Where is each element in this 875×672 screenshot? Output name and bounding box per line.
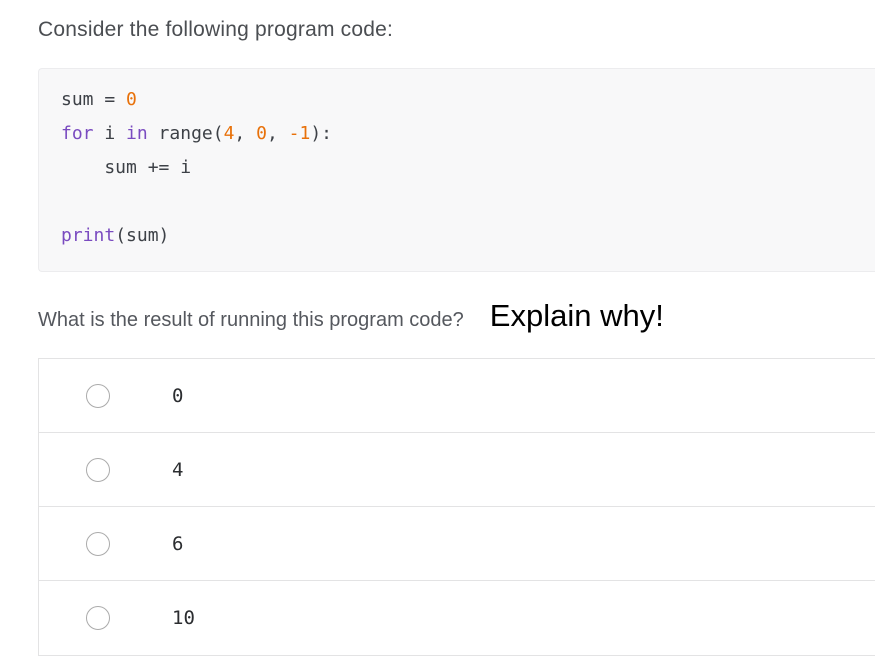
option-row-4[interactable]: 4 (39, 433, 875, 507)
radio-button[interactable] (86, 383, 110, 408)
code-line: sum = 0 (61, 83, 854, 117)
code-token: (sum) (115, 225, 170, 246)
question-text: What is the result of running this progr… (38, 309, 464, 331)
quiz-page: Consider the following program code: sum… (38, 18, 875, 656)
radio-button[interactable] (86, 606, 110, 630)
annotation-text: Explain why! (489, 298, 664, 333)
code-line: for i in range(4, 0, -1): (61, 117, 854, 151)
option-label: 10 (172, 607, 195, 629)
code-token: 4 (223, 123, 235, 144)
code-token: sum = (61, 89, 127, 110)
option-row-10[interactable]: 10 (39, 581, 875, 655)
code-token: for (61, 123, 94, 144)
question-intro-text: Consider the following program code: (38, 18, 394, 41)
code-token: print (61, 225, 116, 246)
code-token: , (234, 123, 257, 144)
code-token: i (93, 123, 127, 144)
code-token: -1 (288, 123, 311, 144)
code-token: , (266, 123, 289, 144)
option-row-0[interactable]: 0 (39, 359, 875, 433)
code-line (61, 185, 854, 219)
option-label: 4 (172, 458, 184, 481)
code-token: ): (310, 123, 333, 144)
code-token: 0 (126, 89, 137, 110)
option-label: 0 (172, 384, 184, 407)
option-label: 6 (172, 532, 184, 555)
code-token: 0 (256, 123, 267, 144)
code-token: sum += i (61, 157, 192, 178)
radio-button[interactable] (86, 457, 110, 482)
code-token: range( (147, 123, 224, 144)
code-token: in (126, 123, 148, 144)
radio-button[interactable] (86, 531, 110, 556)
options-list: 0 4 6 10 (38, 358, 875, 656)
question-row: What is the result of running this progr… (38, 298, 875, 334)
option-row-6[interactable]: 6 (39, 507, 875, 581)
code-line: sum += i (61, 151, 854, 185)
code-line: print(sum) (61, 219, 854, 253)
